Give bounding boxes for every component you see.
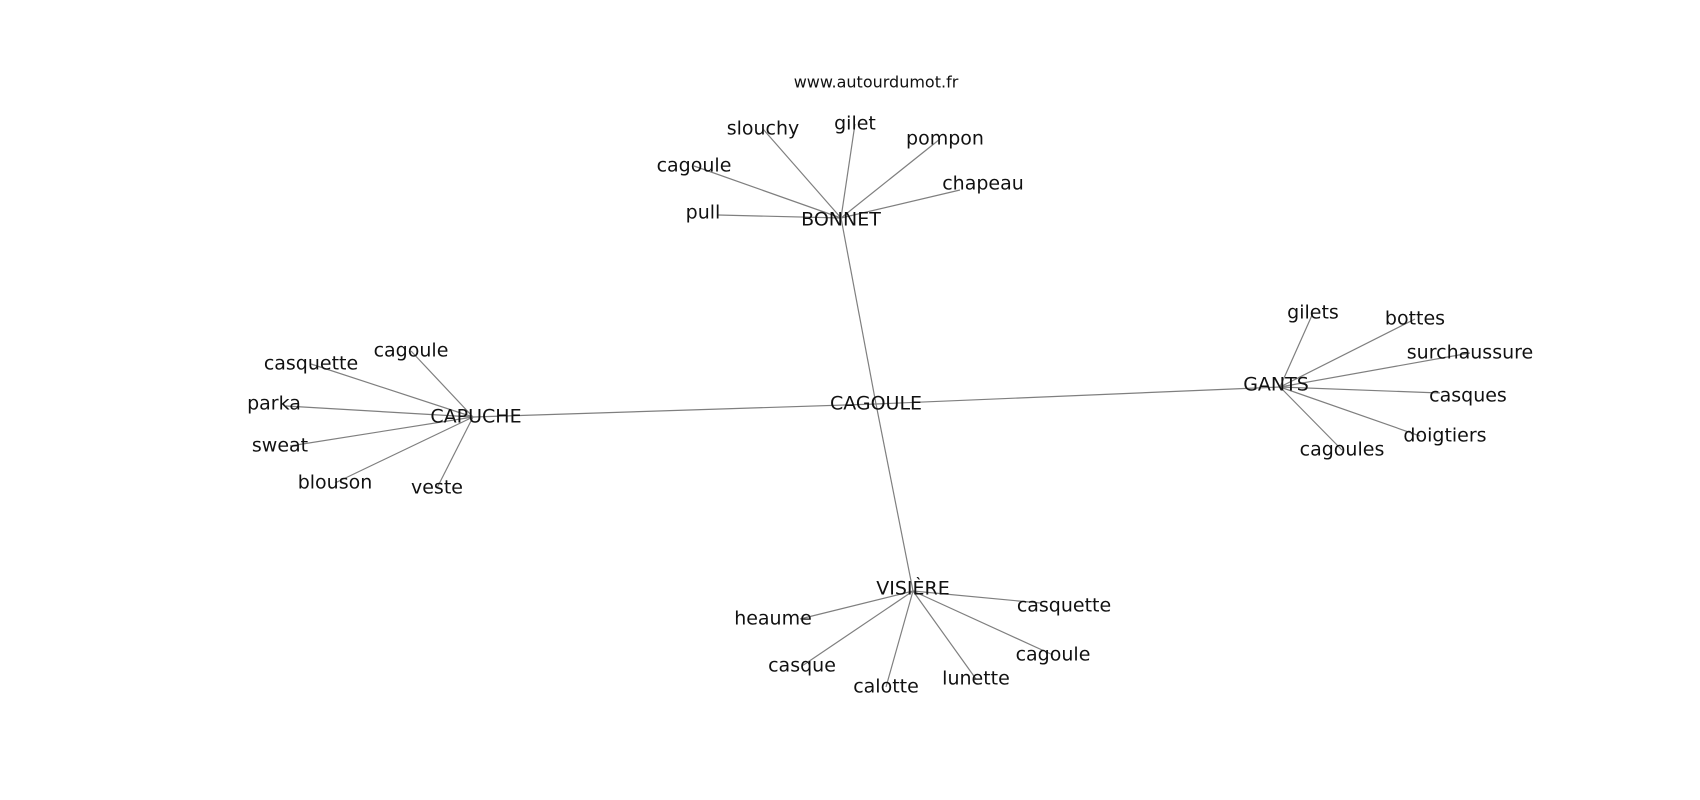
- edge-gants-1: [1279, 318, 1416, 388]
- leaf-node-bonnet-4: chapeau: [942, 173, 1024, 195]
- edge-gants-2: [1279, 352, 1471, 388]
- leaf-node-capuche-4: blouson: [298, 472, 373, 494]
- edge-capuche-3: [289, 416, 474, 447]
- leaf-node-gants-3: casques: [1429, 385, 1507, 407]
- leaf-node-gants-5: cagoules: [1300, 439, 1385, 461]
- edge-capuche-1: [310, 363, 474, 418]
- hub-node-gants: GANTS: [1243, 374, 1309, 396]
- leaf-node-gants-1: bottes: [1385, 308, 1445, 330]
- edge-visiere-5: [912, 590, 977, 680]
- leaf-node-capuche-2: parka: [247, 393, 301, 415]
- edge-visiere-1: [912, 590, 1041, 604]
- leaf-node-visiere-4: calotte: [853, 676, 919, 698]
- edge-capuche-5: [436, 416, 474, 489]
- hub-node-bonnet: BONNET: [801, 209, 881, 231]
- leaf-node-bonnet-1: gilet: [834, 113, 876, 135]
- edge-bonnet-3: [693, 165, 842, 219]
- edge-center-capuche: [472, 403, 877, 418]
- leaf-node-visiere-5: lunette: [942, 668, 1010, 690]
- edge-visiere-0: [799, 590, 914, 620]
- graph-nodes: CAGOULE BONNET slouchy gilet pompon cagoule ch…: [247, 113, 1533, 698]
- edge-gants-3: [1279, 386, 1441, 394]
- graph-edges: [285, 123, 1471, 688]
- edge-visiere-4: [885, 590, 914, 688]
- edge-capuche-0: [410, 350, 474, 418]
- leaf-node-gants-4: doigtiers: [1403, 425, 1486, 447]
- leaf-node-capuche-1: casquette: [264, 353, 358, 375]
- leaf-node-bonnet-3: cagoule: [657, 155, 732, 177]
- edge-bonnet-1: [840, 123, 856, 219]
- edge-center-bonnet: [840, 217, 877, 405]
- hub-node-visiere: VISIÈRE: [876, 577, 949, 600]
- edge-capuche-2: [285, 405, 474, 418]
- edge-bonnet-2: [840, 138, 941, 219]
- leaf-node-bonnet-5: pull: [686, 202, 721, 224]
- leaf-node-capuche-5: veste: [411, 477, 463, 499]
- edge-capuche-4: [334, 416, 474, 484]
- hub-node-capuche: CAPUCHE: [430, 406, 521, 428]
- edge-bonnet-0: [762, 128, 842, 219]
- leaf-node-visiere-1: casquette: [1017, 595, 1111, 617]
- leaf-node-visiere-0: heaume: [734, 608, 812, 630]
- edge-visiere-3: [912, 590, 1054, 656]
- center-node-label: CAGOULE: [830, 393, 922, 415]
- edge-bonnet-4: [840, 189, 961, 219]
- edge-center-gants: [875, 386, 1281, 405]
- leaf-node-bonnet-0: slouchy: [727, 118, 800, 140]
- leaf-node-gants-2: surchaussure: [1407, 342, 1533, 364]
- leaf-node-capuche-0: cagoule: [374, 340, 449, 362]
- edge-bonnet-5: [717, 214, 842, 219]
- leaf-node-capuche-3: sweat: [252, 435, 308, 457]
- leaf-node-gants-0: gilets: [1287, 302, 1339, 324]
- leaf-node-bonnet-2: pompon: [906, 128, 984, 150]
- edge-gants-4: [1279, 386, 1421, 437]
- leaf-node-visiere-2: casque: [768, 655, 836, 677]
- source-url: www.autourdumot.fr: [794, 73, 959, 92]
- edge-visiere-2: [801, 590, 914, 667]
- leaf-node-visiere-3: cagoule: [1016, 644, 1091, 666]
- edge-center-visiere: [875, 403, 914, 592]
- edge-gants-0: [1279, 312, 1314, 388]
- edge-gants-5: [1279, 386, 1343, 451]
